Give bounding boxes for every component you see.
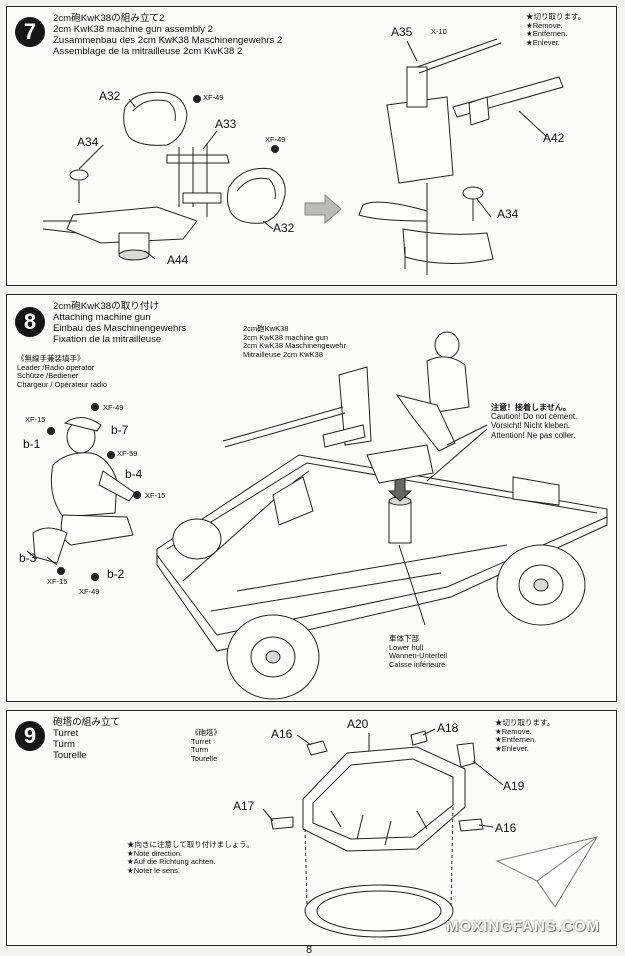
paint-label-xf49-a: XF-49: [103, 403, 124, 412]
step-8-drawing: [26, 331, 608, 700]
part-label-a20: A20: [347, 717, 369, 731]
hull-label: 車体下部 Lower hull Wannen-Unterteil Caisse …: [389, 634, 448, 669]
paint-label-xf49-b: XF-49: [79, 587, 100, 596]
turret-sub-label: 《砲塔》 Turret Turm Tourelle: [191, 728, 221, 763]
part-label-a34-right: A34: [497, 207, 519, 221]
paint-dot-xf49-mid: [271, 145, 279, 153]
step-9-title: 砲塔の組み立て Turret Turm Tourelle: [53, 717, 121, 761]
part-label-a32-top: A32: [99, 89, 121, 103]
paint-dot-xf49-top: [193, 95, 201, 103]
step-7-number: 7: [15, 17, 45, 47]
paint-dot-xf49-b: [91, 573, 99, 581]
step-9-drawing: [262, 728, 504, 938]
part-label-a44: A44: [167, 253, 189, 267]
part-label-a34-left: A34: [77, 135, 99, 149]
step-8-title: 2cm砲KwK38の取り付け Attaching machine gun Ein…: [53, 301, 187, 345]
part-label-a17: A17: [233, 799, 255, 813]
paint-label-xf15-c: XF-15: [47, 577, 68, 586]
step-7-drawing: [42, 38, 564, 275]
step-7-title: 2cm砲KwK38の組み立て2 2cm KwK38 machine gun as…: [53, 13, 283, 57]
figure-label: 《無線手兼装填手》 Leader /Radio operator Schütze…: [17, 354, 108, 389]
part-label-a32-bottom: A32: [273, 221, 295, 235]
part-label-a18: A18: [437, 721, 459, 735]
step-9-panel: 9 砲塔の組み立て Turret Turm Tourelle 《砲塔》 Turr…: [6, 710, 617, 946]
paint-label-xf49-mid: XF-49: [265, 135, 286, 144]
page-number: 8: [306, 944, 313, 956]
part-label-a16-right: A16: [495, 821, 517, 835]
step-8-panel: 8 2cm砲KwK38の取り付け Attaching machine gun E…: [6, 294, 617, 702]
part-label-a33: A33: [215, 117, 237, 131]
step-9-remove-note: ★切り取ります。 ★Remove. ★Entfernen. ★Enlever.: [495, 718, 555, 753]
part-label-a42: A42: [543, 131, 565, 145]
part-label-a19: A19: [503, 779, 525, 793]
step-9-number: 9: [15, 721, 45, 751]
paint-label-xf49-top: XF-49: [203, 93, 224, 102]
step-8-number: 8: [15, 307, 45, 337]
watermark-text: MOXINGFANS.COM: [445, 918, 600, 935]
gun-label: 2cm砲KwK38 2cm KwK38 machine gun 2cm KwK3…: [243, 324, 346, 359]
part-label-b4: b-4: [125, 467, 143, 481]
caution-note: 注意！接着しません。 Caution! Do not cement. Vorsi…: [491, 403, 578, 440]
part-label-a35: A35: [391, 25, 413, 39]
part-label-x10: X-10: [431, 27, 447, 36]
paint-dot-xf49-a: [91, 403, 99, 411]
part-label-a16-left: A16: [271, 727, 293, 741]
direction-note: ★向きに注意して取り付けましょう。 ★Note direction. ★Auf …: [127, 840, 254, 875]
paint-dot-xf15-b: [133, 491, 141, 499]
part-label-b3: b-3: [19, 551, 37, 565]
part-label-b2: b-2: [107, 567, 125, 581]
paint-dot-xf15-a: [47, 427, 55, 435]
step-7-panel: 7 2cm砲KwK38の組み立て2 2cm KwK38 machine gun …: [6, 6, 617, 286]
paint-dot-xf59: [107, 451, 115, 459]
part-label-b1: b-1: [23, 437, 41, 451]
paint-dot-xf15-c: [57, 567, 65, 575]
step-7-remove-note: ★切り取ります。 ★Remove. ★Entfernen. ★Enlever.: [526, 12, 586, 47]
paint-label-xf15-b: XF-15: [145, 491, 166, 500]
paint-label-xf15-a: XF-15: [25, 415, 46, 424]
part-label-b7: b-7: [111, 423, 129, 437]
paint-label-xf59: XF-59: [117, 449, 138, 458]
